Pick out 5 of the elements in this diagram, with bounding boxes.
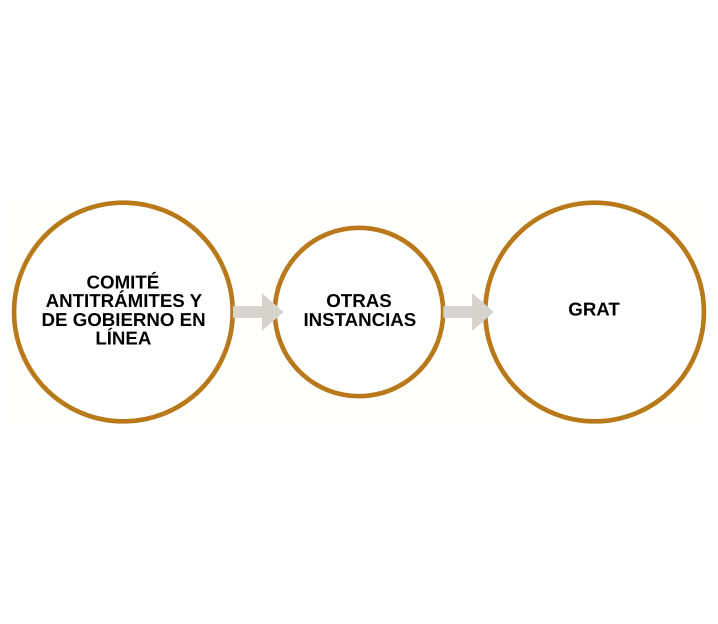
node-circle: GRAT [482,200,706,424]
node-circle: OTRAS INSTANCIAS [272,225,446,399]
arrow [443,292,494,332]
arrow [233,292,284,332]
node-circle: COMITÉ ANTITRÁMITES Y DE GOBIERNO EN LÍNEA [12,200,236,424]
